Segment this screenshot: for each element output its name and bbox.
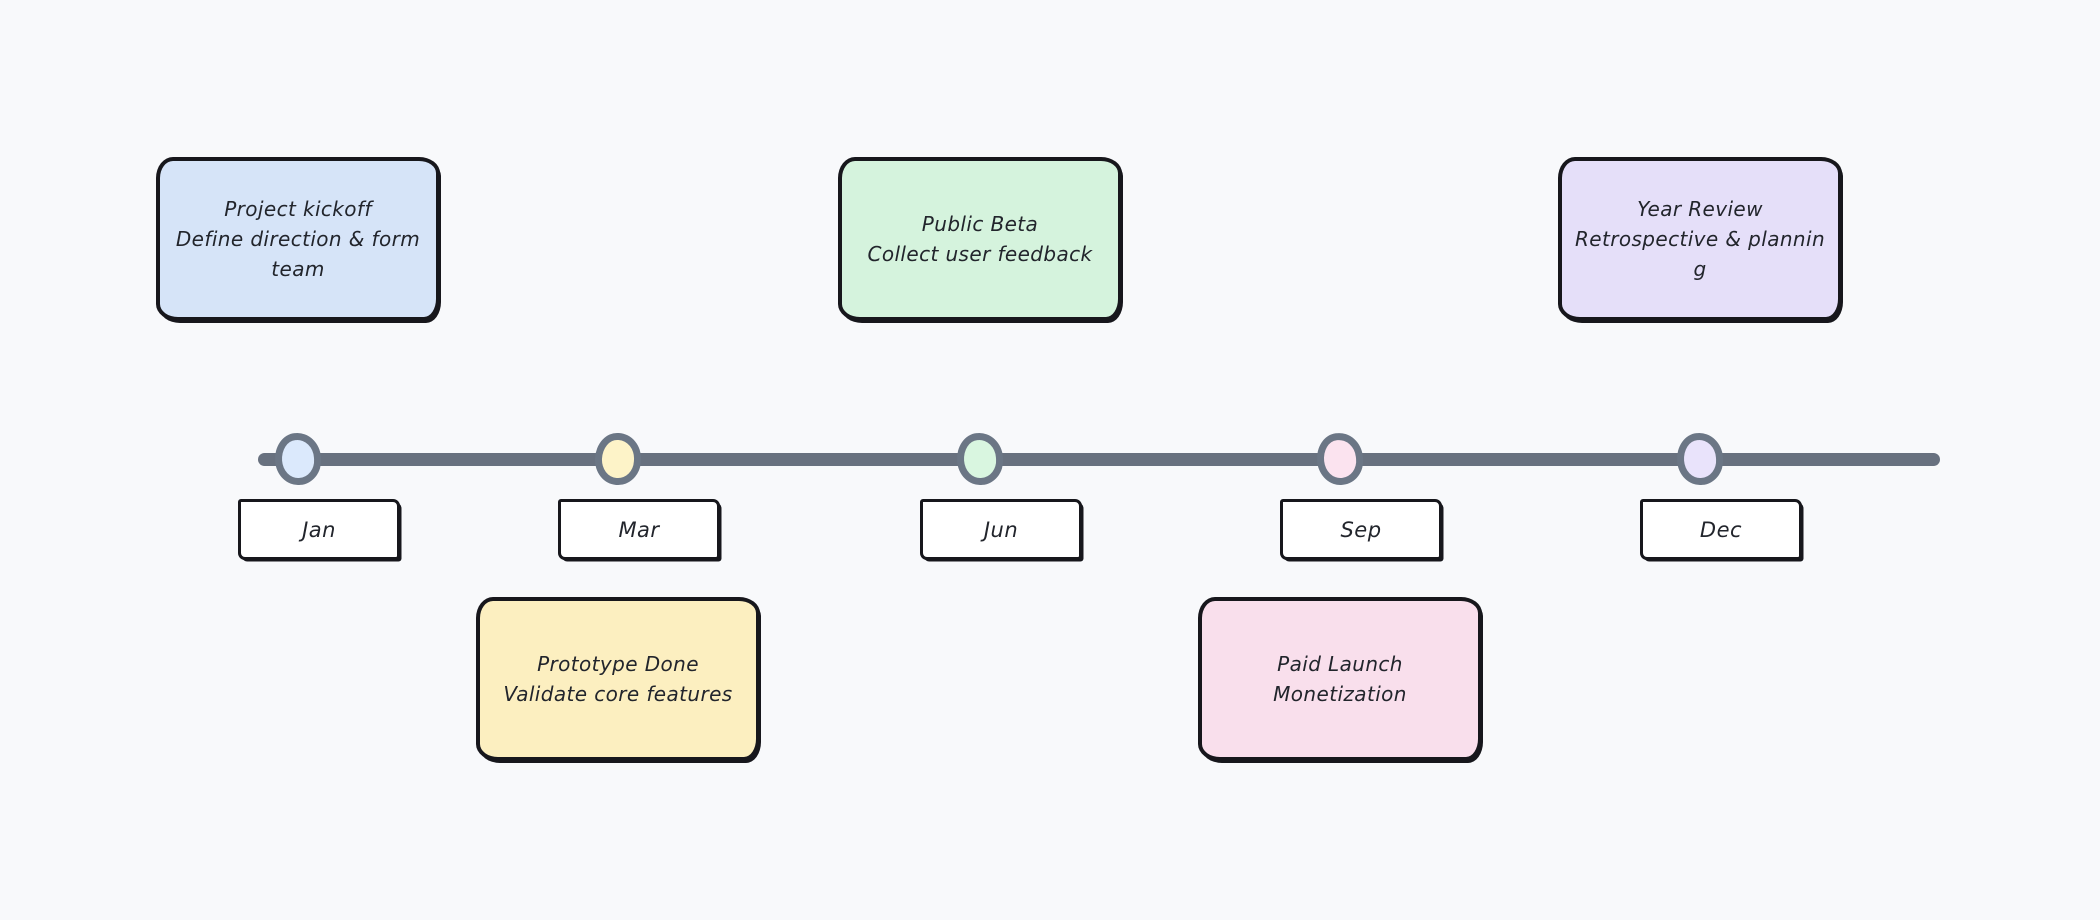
month-label-box[interactable]: Jun: [920, 499, 1082, 560]
month-label: Dec: [1699, 517, 1743, 542]
timeline-node[interactable]: [955, 431, 1005, 487]
month-label: Mar: [618, 517, 660, 542]
timeline-node[interactable]: [1314, 430, 1366, 488]
card-line: Paid Launch: [1277, 652, 1403, 676]
month-label: Sep: [1340, 517, 1382, 542]
card-line: Retrospective & plannin: [1574, 227, 1826, 251]
month-label-box[interactable]: Jan: [238, 499, 400, 560]
card-line: Validate core features: [503, 682, 733, 706]
timeline-node[interactable]: [1675, 431, 1725, 487]
card-line: Define direction & form: [175, 227, 421, 251]
card-line: team: [271, 257, 325, 281]
card-line: Public Beta: [921, 212, 1039, 236]
timeline-node[interactable]: [593, 431, 643, 487]
card-line: Project kickoff: [224, 197, 372, 221]
card-line: Monetization: [1273, 682, 1407, 706]
card-line: Prototype Done: [537, 652, 699, 676]
card-line: Year Review: [1637, 197, 1763, 221]
month-label-box[interactable]: Mar: [558, 499, 720, 560]
card-line: Collect user feedback: [867, 242, 1093, 266]
card-line: g: [1693, 257, 1707, 281]
month-label: Jan: [302, 517, 336, 542]
month-label: Jun: [983, 517, 1019, 542]
month-label-box[interactable]: Dec: [1640, 499, 1802, 560]
timeline-node[interactable]: [273, 431, 323, 487]
month-label-box[interactable]: Sep: [1280, 499, 1442, 560]
timeline-line[interactable]: [258, 453, 1940, 466]
